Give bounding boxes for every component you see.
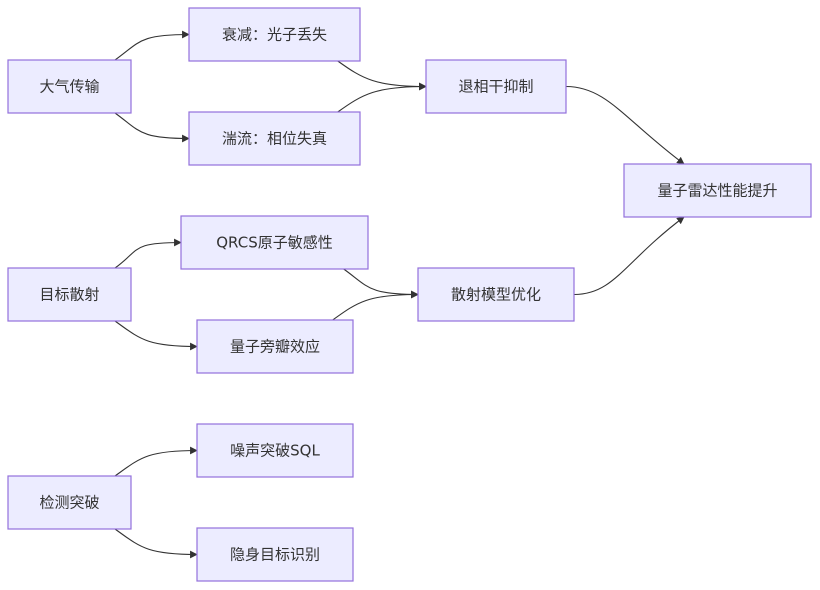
edge-atmosphere-to-decay xyxy=(114,30,190,61)
node-decoherence: 退相干抑制 xyxy=(425,59,567,114)
edge-decoherence-to-radar xyxy=(565,85,685,165)
node-turbulence: 湍流：相位失真 xyxy=(188,111,361,166)
node-noise-label: 噪声突破SQL xyxy=(230,442,320,460)
edge-target-scatter-to-sidelobe xyxy=(114,320,198,351)
node-noise: 噪声突破SQL xyxy=(196,423,354,478)
node-detect: 检测突破 xyxy=(7,475,132,530)
edge-turbulence-to-decoherence xyxy=(337,82,427,113)
node-qrcs-label: QRCS原子敏感性 xyxy=(216,234,332,252)
node-decoherence-label: 退相干抑制 xyxy=(458,78,533,96)
node-scatter-opt-label: 散射模型优化 xyxy=(451,286,541,304)
edge-detect-to-stealth xyxy=(114,528,198,559)
node-target-scatter: 目标散射 xyxy=(7,267,132,322)
edge-atmosphere-to-turbulence xyxy=(114,112,190,143)
edge-qrcs-to-scatter-opt xyxy=(343,268,419,299)
node-stealth: 隐身目标识别 xyxy=(196,527,354,582)
node-qrcs: QRCS原子敏感性 xyxy=(180,215,369,270)
node-sidelobe: 量子旁瓣效应 xyxy=(196,319,354,374)
edges-layer xyxy=(114,30,685,559)
node-sidelobe-label: 量子旁瓣效应 xyxy=(230,338,320,356)
node-radar: 量子雷达性能提升 xyxy=(623,163,812,218)
node-atmosphere-label: 大气传输 xyxy=(39,78,99,96)
edge-decay-to-decoherence xyxy=(337,60,427,91)
node-atmosphere: 大气传输 xyxy=(7,59,132,114)
edge-detect-to-noise xyxy=(114,446,198,477)
node-detect-label: 检测突破 xyxy=(39,494,99,512)
node-decay: 衰减：光子丢失 xyxy=(188,7,361,62)
node-turbulence-label: 湍流：相位失真 xyxy=(222,130,327,148)
edge-sidelobe-to-scatter-opt xyxy=(332,290,419,321)
node-scatter-opt: 散射模型优化 xyxy=(417,267,575,322)
edge-scatter-opt-to-radar xyxy=(573,216,685,296)
node-stealth-label: 隐身目标识别 xyxy=(230,546,320,564)
node-radar-label: 量子雷达性能提升 xyxy=(657,182,777,200)
edge-target-scatter-to-qrcs xyxy=(114,238,182,269)
node-target-scatter-label: 目标散射 xyxy=(39,286,99,304)
node-decay-label: 衰减：光子丢失 xyxy=(222,26,327,44)
